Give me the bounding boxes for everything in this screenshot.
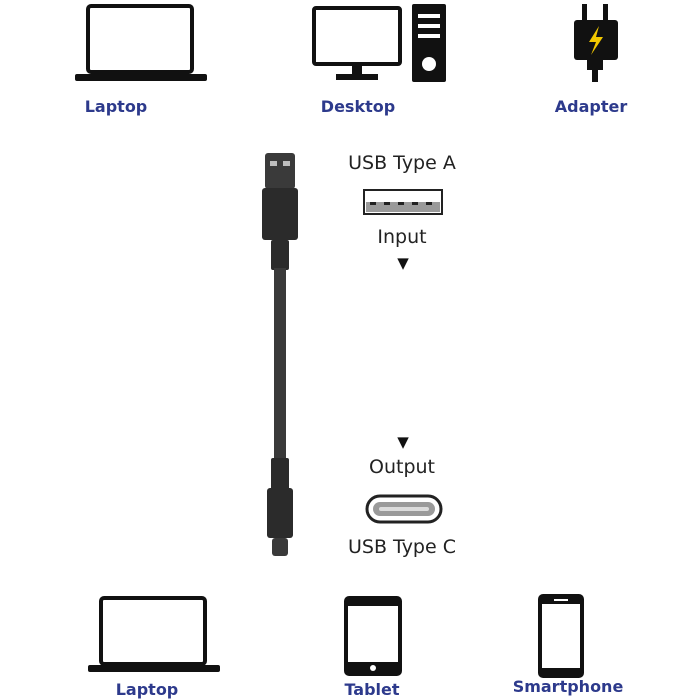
usb-a-port-icon: [363, 189, 443, 215]
output-arrow-icon: ▼: [397, 433, 409, 451]
laptop-icon: [75, 4, 207, 81]
desktop-icon: [312, 4, 446, 82]
usb-c-port-icon: [365, 494, 443, 524]
smartphone-label: Smartphone: [512, 677, 624, 696]
input-label: Input: [377, 226, 427, 248]
output-type-label: USB Type C: [348, 536, 456, 558]
adapter-icon: [574, 4, 618, 82]
desktop-label: Desktop: [320, 97, 396, 116]
tablet-label: Tablet: [344, 680, 400, 699]
laptop-icon: [88, 596, 220, 672]
output-label: Output: [369, 456, 435, 478]
smartphone-icon: [538, 594, 584, 678]
input-arrow-icon: ▼: [397, 254, 409, 272]
tablet-icon: [344, 596, 402, 676]
input-type-label: USB Type A: [348, 152, 456, 174]
usb-cable-icon: [262, 153, 298, 556]
bottom-laptop-label: Laptop: [115, 680, 179, 699]
adapter-label: Adapter: [554, 97, 628, 116]
top-laptop-label: Laptop: [84, 97, 148, 116]
